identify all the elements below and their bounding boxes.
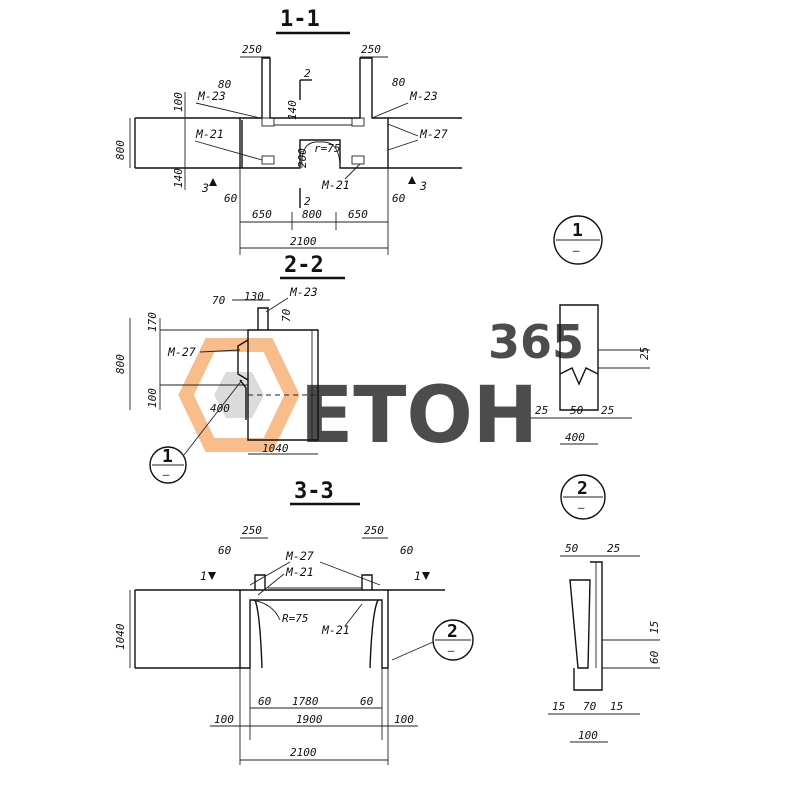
dim-250-left-3-3: 250	[242, 524, 262, 537]
dim-140-left: 140	[172, 168, 185, 188]
dim-60-d2: 60	[648, 650, 661, 664]
label-m21-right-3-3: М-21	[321, 623, 350, 637]
dim-70-side: 70	[280, 308, 293, 322]
dim-15-right-d2: 15	[610, 700, 623, 713]
dim-1040-2-2: 1040	[262, 442, 289, 455]
detail-2-marker-denominator: –	[577, 501, 585, 514]
dim-70-d2: 70	[583, 700, 597, 713]
label-m27-3-3: М-27	[285, 549, 314, 563]
watermark-number: 365	[488, 315, 584, 369]
label-m21-left: М-21	[195, 127, 224, 141]
dim-400-d1: 400	[565, 431, 585, 444]
dim-100-2-2: 100	[146, 388, 159, 408]
section-3-3: 3-3 250 250 60 60 М-27 М-21 М-21 R=75 1 …	[114, 479, 474, 765]
dim-slot-radius: r=75	[314, 142, 341, 155]
watermark-logo-icon	[178, 338, 300, 452]
dim-250-left: 250	[242, 43, 262, 56]
dim-800-height: 800	[114, 140, 127, 160]
dim-80-right: 80	[392, 76, 406, 89]
cut-1-right: 1	[414, 569, 421, 583]
dim-650-left: 650	[252, 208, 272, 221]
cut-2-top: 2	[304, 67, 311, 80]
dim-15-left-d2: 15	[552, 700, 565, 713]
detail-1-marker-denominator: –	[572, 244, 580, 257]
dim-2100-total: 2100	[290, 235, 317, 248]
label-m27-2-2: М-27	[167, 345, 196, 359]
dim-2100-3-3: 2100	[290, 746, 317, 759]
dim-170: 170	[146, 312, 159, 332]
dim-25-right-d1: 25	[638, 347, 651, 360]
dim-1780: 1780	[292, 695, 319, 708]
detail-2: 2 – 50 25 15 60 15 70 15 100	[548, 474, 661, 743]
dim-60-inner-right: 60	[360, 695, 374, 708]
dim-60-inner-left: 60	[258, 695, 272, 708]
label-m23-2-2: М-23	[289, 285, 318, 299]
callout-2-denominator: –	[447, 644, 455, 657]
callout-1-denominator: –	[162, 468, 170, 481]
dim-25-d2: 25	[607, 542, 620, 555]
watermark-name: ЕТОН	[300, 371, 538, 461]
section-1-1-title: 1-1	[280, 7, 320, 32]
callout-1-number: 1	[162, 446, 173, 467]
dim-250-right-3-3: 250	[364, 524, 384, 537]
dim-1040-3-3: 1040	[114, 623, 127, 650]
detail-1-marker-number: 1	[572, 220, 583, 241]
dim-250-right: 250	[361, 43, 381, 56]
dim-25-left-d1: 25	[535, 404, 548, 417]
callout-2-number: 2	[447, 621, 458, 642]
watermark: 365 ЕТОН	[178, 315, 584, 461]
dim-15-side-d2: 15	[648, 621, 661, 634]
cut-3-right: 3	[419, 179, 427, 193]
label-m23-right: М-23	[409, 89, 438, 103]
dim-140-mid: 140	[286, 100, 299, 120]
dim-100-d2: 100	[578, 729, 598, 742]
cut-2-bottom: 2	[304, 195, 311, 208]
dim-60-left: 60	[224, 192, 238, 205]
detail-2-marker-number: 2	[577, 478, 588, 499]
section-2-2: 2-2 70 130 70 М-23 800 170 100 М-27 400 …	[114, 253, 345, 484]
cut-3-left: 3	[201, 181, 209, 195]
dim-800-2-2: 800	[114, 354, 127, 374]
dim-60-right-3-3: 60	[400, 544, 414, 557]
dim-100-right-3-3: 100	[394, 713, 414, 726]
label-m21-bottom: М-21	[321, 178, 350, 192]
section-3-3-title: 3-3	[294, 479, 334, 504]
dim-100: 100	[172, 92, 185, 112]
dim-650-right: 650	[348, 208, 368, 221]
dim-1900: 1900	[296, 713, 323, 726]
section-2-2-title: 2-2	[284, 253, 324, 278]
label-m21-top-3-3: М-21	[285, 565, 314, 579]
label-m27: М-27	[419, 127, 448, 141]
dim-60-right: 60	[392, 192, 406, 205]
section-1-1: 1-1 250 250 80 80 2 2 800 100 140	[114, 7, 462, 255]
dim-80-left: 80	[218, 78, 232, 91]
dim-70-top: 70	[212, 294, 226, 307]
dim-50-d1: 50	[570, 404, 584, 417]
dim-r75: R=75	[282, 612, 309, 625]
dim-50-d2: 50	[565, 542, 579, 555]
label-m23-left: М-23	[197, 89, 226, 103]
dim-25-mid-d1: 25	[601, 404, 614, 417]
dim-130: 130	[244, 290, 264, 303]
dim-800-mid: 800	[302, 208, 322, 221]
dim-100-left-3-3: 100	[214, 713, 234, 726]
dim-60-left-3-3: 60	[218, 544, 232, 557]
dim-slot-height: 200	[296, 148, 309, 168]
detail-1: 1 – 25 25 50 25 400	[530, 215, 651, 445]
cut-1-left: 1	[200, 569, 207, 583]
